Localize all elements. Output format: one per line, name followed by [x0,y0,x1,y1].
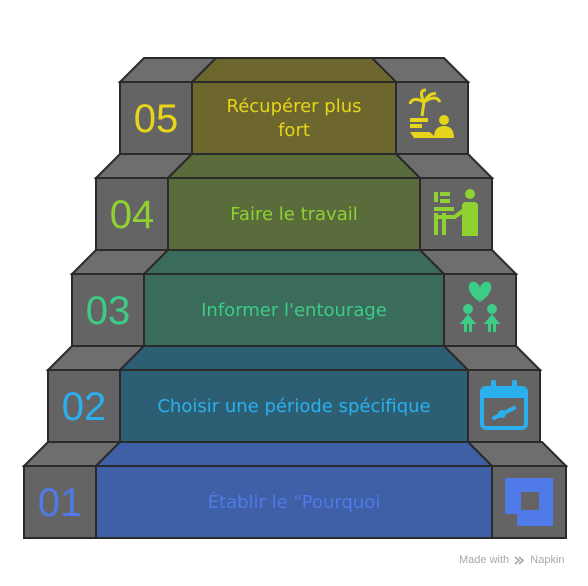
calendar-icon [480,380,528,430]
step-02: 02 Choisir une période spécifique [45,345,543,443]
step-05: 05 Récupérer plus fort [117,57,471,155]
step-number: 04 [110,193,155,237]
step-tread [117,345,471,371]
step-tread [165,153,423,179]
left-block [119,81,193,155]
step-riser [95,465,493,539]
square-frame-icon [505,478,553,526]
step-riser [143,273,445,347]
desk-worker-icon [434,189,478,236]
step-number: 02 [62,385,107,429]
step-04: 04 Faire le travail [93,153,495,251]
watermark-made-with: Made with [459,554,510,567]
step-03: 03 Informer l'entourage [69,249,519,347]
right-block [443,273,517,347]
step-riser [167,177,421,251]
step-label: Choisir une période spécifique [157,396,430,417]
step-tread [93,441,495,467]
step-riser [191,81,397,155]
family-heart-icon [460,281,500,332]
vacation-icon [408,88,454,138]
step-number: 03 [86,289,131,333]
left-block [23,465,97,539]
right-block [467,369,541,443]
step-label: fort [278,120,310,141]
step-label: Faire le travail [230,204,358,225]
step-tread [141,249,447,275]
watermark: Made with Napkin [459,554,565,566]
step-riser [119,369,469,443]
step-tread [189,57,399,83]
napkin-logo-icon [514,555,525,565]
step-label: Établir le "Pourquoi [208,491,381,513]
left-block [47,369,121,443]
watermark-brand: Napkin [530,554,565,567]
right-block [491,465,567,539]
step-number: 05 [134,97,179,141]
step-number: 01 [38,481,83,525]
right-block [419,177,493,251]
step-01: 01 Établir le "Pourquoi [21,441,569,539]
step-label: Récupérer plus [227,96,362,117]
step-label: Informer l'entourage [201,300,387,321]
